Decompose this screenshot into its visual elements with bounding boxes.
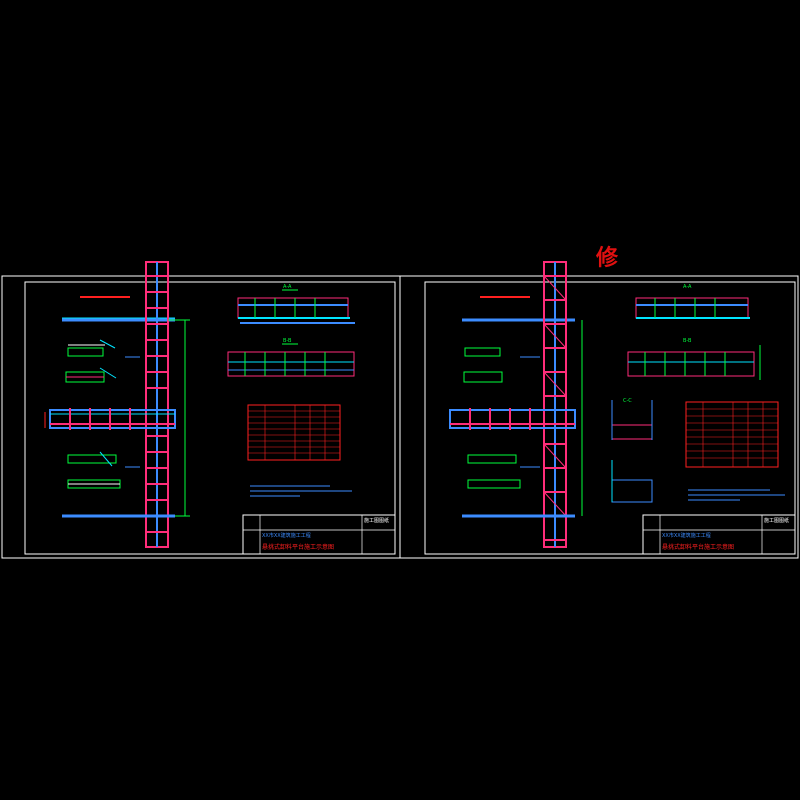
right-section-a (635, 297, 750, 319)
right-title-block (642, 514, 796, 555)
left-detail-3 (67, 451, 117, 467)
left-detail-4 (67, 479, 121, 489)
left-sheet-border (24, 281, 396, 555)
left-section-b (227, 343, 355, 377)
left-tower (145, 261, 169, 548)
left-section-a-label: A-A (283, 284, 292, 290)
right-section-c (611, 400, 653, 503)
right-details (463, 347, 540, 489)
left-section-a (237, 289, 355, 324)
left-title-block (242, 514, 396, 555)
left-detail-2 (65, 367, 117, 383)
left-notes (250, 485, 352, 497)
left-title-drawing: 悬挑式卸料平台施工示意图 (262, 544, 335, 551)
right-section-b (627, 345, 761, 380)
right-platform (449, 408, 576, 430)
left-platform (44, 408, 176, 430)
right-section-b-label: B-B (683, 338, 692, 344)
left-detail-1 (67, 339, 116, 357)
right-title-drawing: 悬挑式卸料平台施工示意图 (662, 544, 735, 551)
left-title-tag: 施工图图纸 (364, 518, 390, 524)
left-sheet (24, 261, 396, 555)
right-tower (543, 261, 567, 548)
right-section-a-label: A-A (683, 284, 692, 290)
right-sheet (424, 261, 796, 555)
left-section-b-label: B-B (283, 338, 292, 344)
right-title-tag: 施工图图纸 (764, 518, 790, 524)
right-material-table (685, 401, 779, 468)
right-section-c-label: C-C (623, 398, 632, 404)
left-material-table (247, 404, 341, 461)
right-title-company: XX市XX建筑施工工程 (662, 533, 711, 539)
revision-stamp: 修 (596, 245, 619, 271)
right-notes (688, 489, 785, 501)
right-sheet-border (424, 281, 796, 555)
left-title-company: XX市XX建筑施工工程 (262, 533, 311, 539)
